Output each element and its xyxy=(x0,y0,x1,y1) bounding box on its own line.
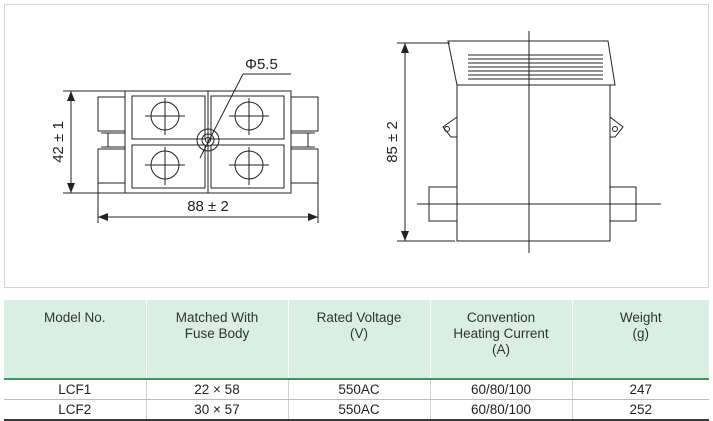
cell-weight: 247 xyxy=(571,379,709,400)
table-row: LCF1 22 × 58 550AC 60/80/100 247 xyxy=(4,379,709,400)
header-fuse-body: Matched With Fuse Body xyxy=(145,300,288,379)
cell-current: 60/80/100 xyxy=(429,379,572,400)
table-row: LCF2 30 × 57 550AC 60/80/100 252 xyxy=(4,399,709,421)
front-width-label: 88 ± 2 xyxy=(187,198,229,215)
side-height-label: 85 ± 2 xyxy=(384,121,401,163)
dimension-drawing: 42 ± 1 88 ± 2 Φ5.5 85 ± 2 xyxy=(50,31,661,253)
dimension-arrows xyxy=(67,43,409,241)
spec-table: Model No. Matched With Fuse Body Rated V… xyxy=(4,300,709,421)
cell-current: 60/80/100 xyxy=(429,399,572,421)
cell-weight: 252 xyxy=(571,399,709,421)
header-model-no: Model No. xyxy=(4,300,146,379)
header-weight: Weight (g) xyxy=(571,300,709,379)
header-rated-voltage: Rated Voltage (V) xyxy=(287,300,430,379)
front-height-label: 42 ± 1 xyxy=(50,121,67,163)
cell-voltage: 550AC xyxy=(287,379,430,400)
cell-fuse-body: 22 × 58 xyxy=(145,379,288,400)
cell-fuse-body: 30 × 57 xyxy=(145,399,288,421)
hole-diameter-label: Φ5.5 xyxy=(245,56,278,73)
header-heating-current: Convention Heating Current (A) xyxy=(429,300,572,379)
side-view xyxy=(397,31,661,253)
technical-drawing-panel: 42 ± 1 88 ± 2 Φ5.5 85 ± 2 xyxy=(4,4,709,288)
cell-voltage: 550AC xyxy=(287,399,430,421)
table-header-row: Model No. Matched With Fuse Body Rated V… xyxy=(4,300,709,379)
front-view xyxy=(63,73,319,223)
cell-model: LCF1 xyxy=(4,379,146,400)
cell-model: LCF2 xyxy=(4,399,146,421)
